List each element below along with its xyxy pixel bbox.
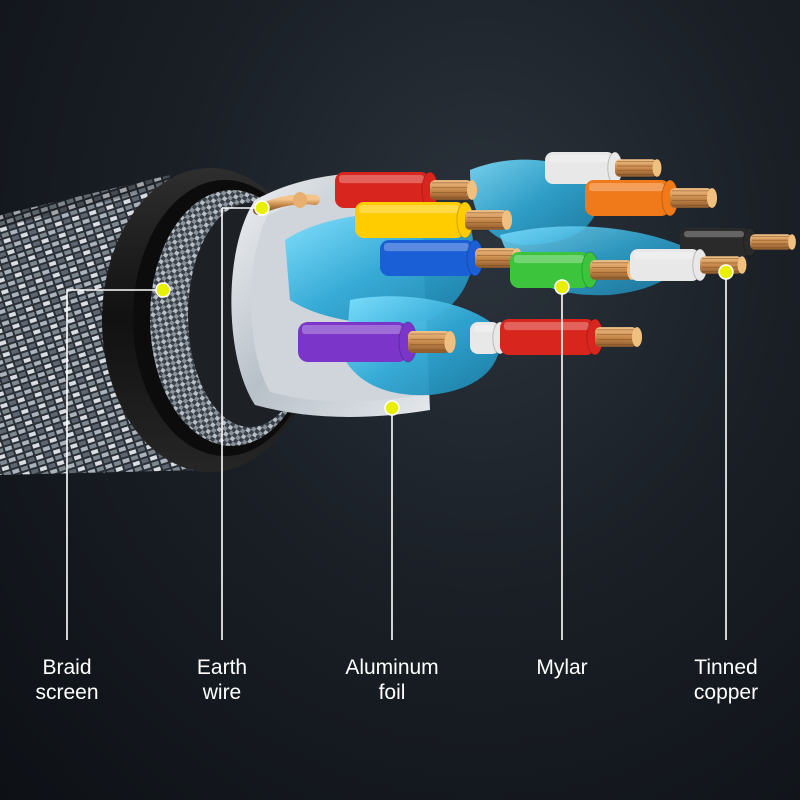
marker-dot-braid-screen [155,282,171,298]
label-earth-wire: Earth wire [147,655,297,705]
wire-6 [500,318,643,356]
label-tinned-copper-line2: copper [693,681,759,704]
label-braid-screen: Braid screen [0,655,142,705]
wire-0 [335,171,478,209]
leader-braid-screen [66,289,163,640]
label-earth-wire-line1: Earth [196,656,248,679]
label-mylar: Mylar [487,655,637,680]
label-earth-wire-line2: wire [202,681,242,704]
leader-lines [66,207,727,640]
marker-dot-mylar [554,279,570,295]
wire-4 [585,179,718,217]
wire-bundle [298,151,796,363]
wire-1 [355,201,513,239]
label-aluminum-foil: Aluminum foil [317,655,467,705]
label-braid-screen-line2: screen [35,681,99,704]
label-tinned-copper-line1: Tinned [694,656,758,679]
wire-extra-0 [545,151,662,185]
marker-dot-earth-wire [254,200,270,216]
label-aluminum-foil-line1: Aluminum [345,656,439,679]
marker-dots [155,200,734,416]
wire-2 [380,239,523,277]
label-braid-screen-line1: Braid [42,656,92,679]
marker-dot-aluminum-foil [384,400,400,416]
wire-extra-2 [680,227,796,257]
marker-dot-tinned-copper [718,264,734,280]
label-mylar-line1: Mylar [536,656,588,679]
wire-3 [298,321,456,363]
label-aluminum-foil-line2: foil [378,681,406,704]
label-tinned-copper: Tinned copper [651,655,800,705]
